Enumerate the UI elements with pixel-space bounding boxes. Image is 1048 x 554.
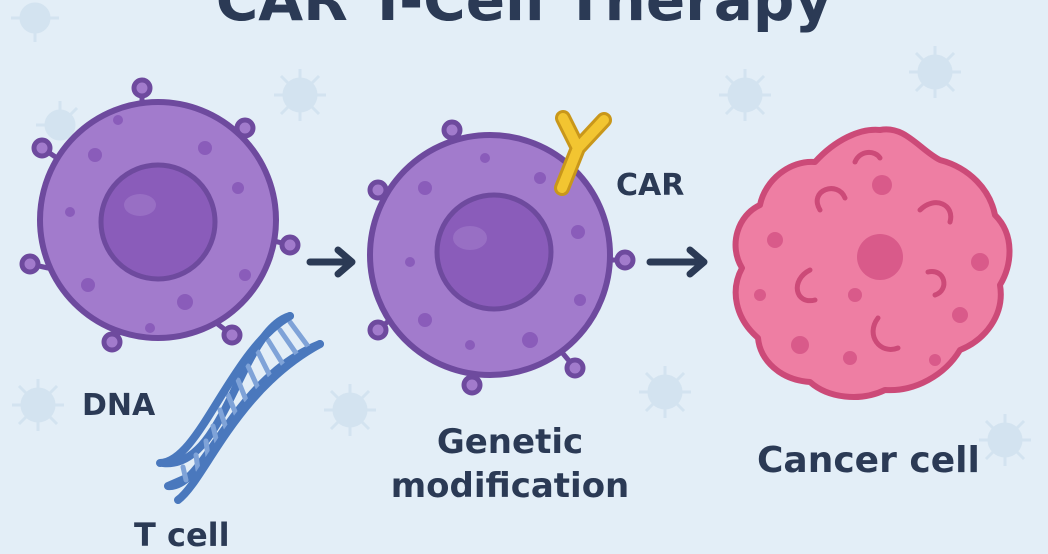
cancer-cell-label: Cancer cell xyxy=(757,440,980,481)
page-title: CAR T-Cell Therapy xyxy=(215,0,833,34)
dna-label: DNA xyxy=(82,388,156,423)
car-receptor-icon xyxy=(554,110,612,196)
genetic-modification-label: Genetic modification xyxy=(390,422,630,506)
cancer-cell xyxy=(732,126,1013,400)
t-cell-modified xyxy=(367,119,636,396)
t-cell-label: T cell xyxy=(134,516,230,554)
dna-helix xyxy=(156,312,324,504)
arrow-right-icon xyxy=(306,246,356,278)
therapy-diagram xyxy=(11,2,1031,504)
background-virus-decor xyxy=(11,2,1031,466)
arrow-right-icon xyxy=(646,246,708,278)
car-label: CAR xyxy=(616,168,685,203)
t-cell-unmodified xyxy=(19,77,301,353)
